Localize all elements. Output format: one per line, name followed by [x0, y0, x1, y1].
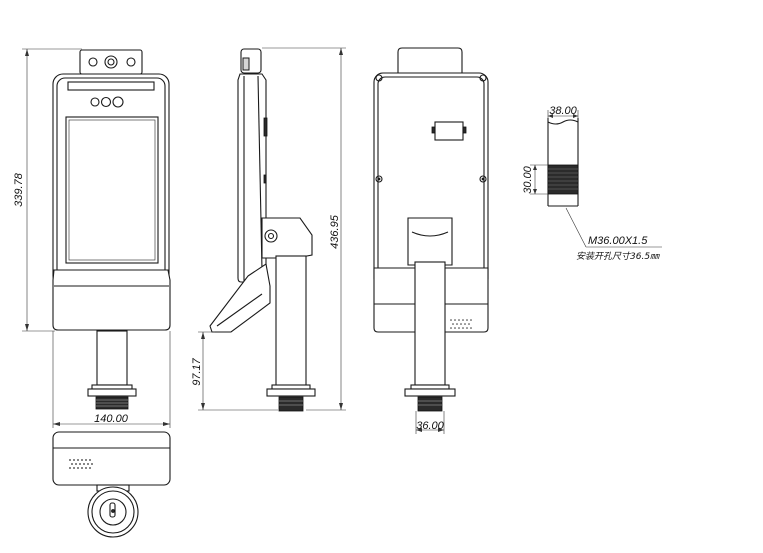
rear-dimensions — [415, 411, 445, 434]
bottom-view — [52, 431, 171, 538]
front-view — [52, 49, 171, 410]
dim-total-height-side: 436.95 — [329, 214, 341, 249]
dim-thread-length: 30.00 — [522, 165, 534, 193]
side-view — [209, 48, 316, 412]
note-hole-size: 安装开孔尺寸36.5㎜ — [576, 251, 660, 262]
note-thread-spec: M36.00X1.5 — [588, 235, 648, 247]
dim-total-height-front: 339.78 — [13, 172, 25, 207]
side-dimensions — [198, 47, 346, 411]
dim-thread-diameter: 38.00 — [549, 105, 577, 117]
front-dimensions — [22, 48, 171, 428]
dim-flange-width: 36.00 — [416, 420, 444, 432]
rear-view — [373, 47, 489, 412]
thread-detail — [530, 110, 662, 248]
dim-stand-height: 97.17 — [191, 357, 203, 385]
dim-width-front: 140.00 — [94, 413, 129, 425]
speaker-grille — [69, 459, 93, 469]
rear-speaker-grille — [450, 319, 472, 329]
